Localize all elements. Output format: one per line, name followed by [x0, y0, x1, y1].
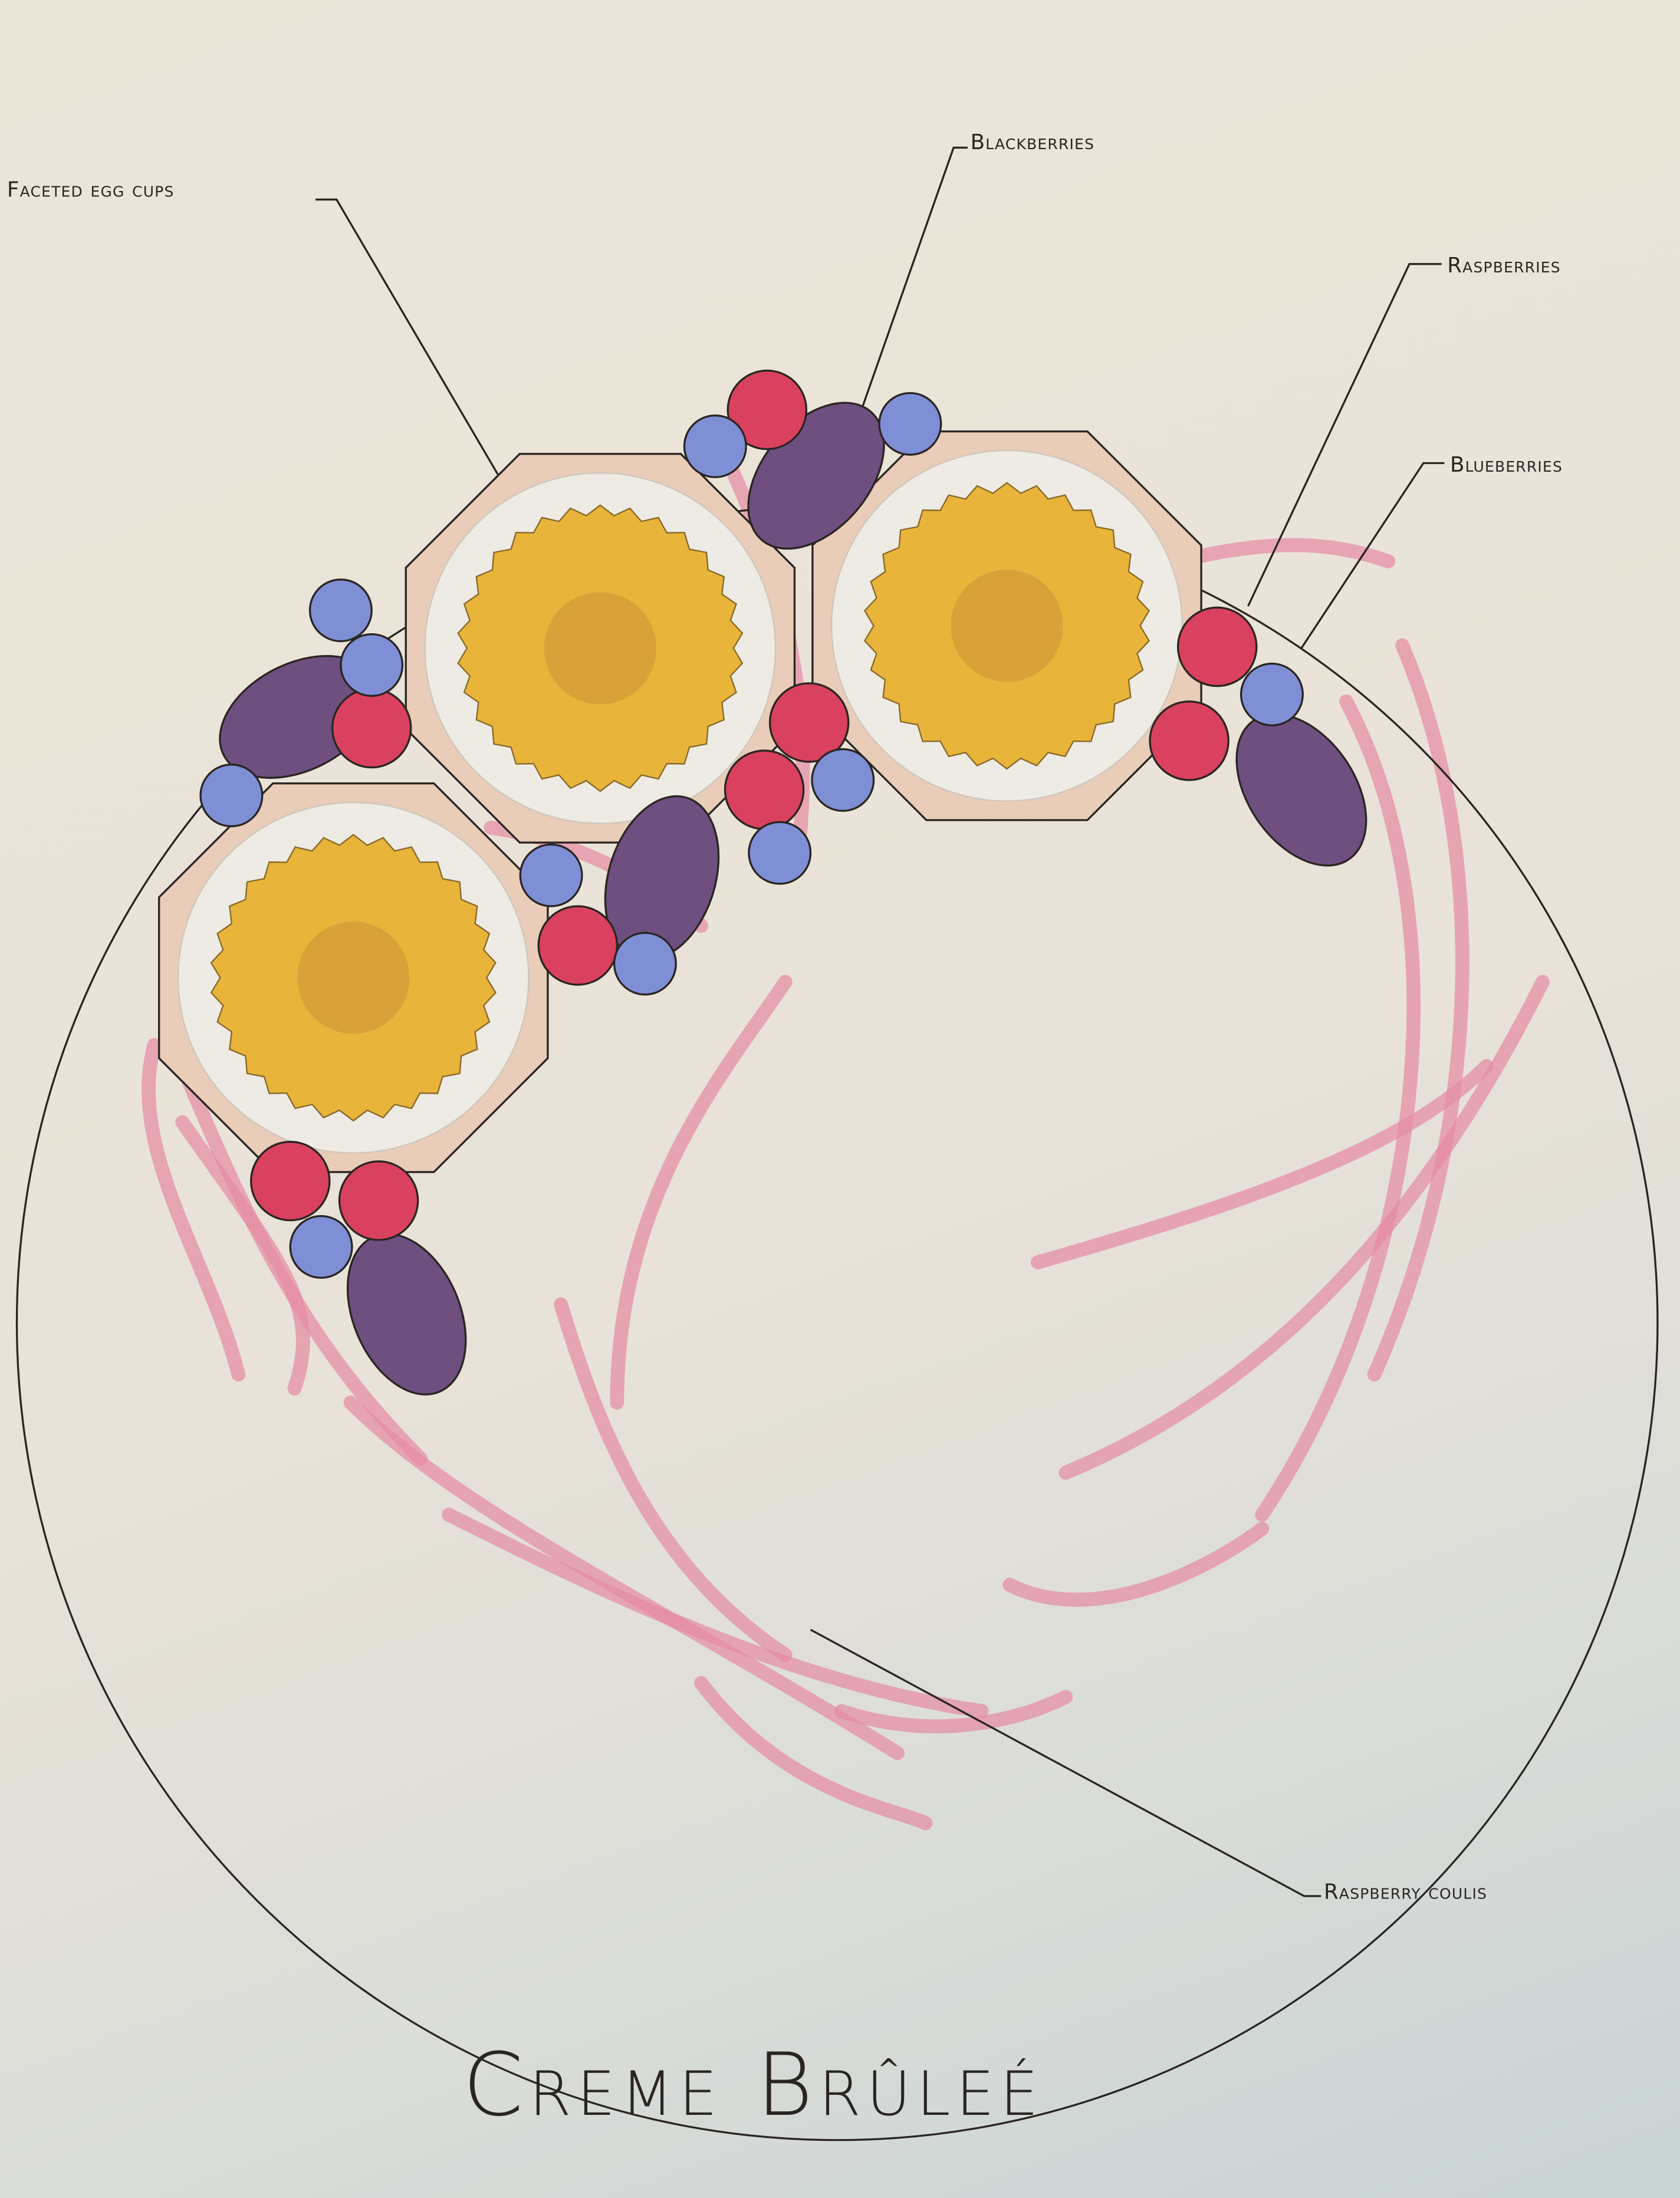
blueberry [878, 391, 942, 456]
coulis-stroke [142, 1038, 246, 1382]
blueberry [613, 932, 677, 996]
blackberry [1235, 713, 1367, 867]
raspberry [338, 1160, 419, 1241]
egg-cups [158, 430, 1202, 1173]
coulis-stroke [1367, 638, 1469, 1382]
raspberry [1176, 606, 1258, 687]
blueberry [519, 843, 583, 907]
coulis-stroke [1030, 1059, 1494, 1269]
coulis-stroke [1255, 694, 1421, 1522]
blueberry [1240, 662, 1304, 726]
leader-blackberries [861, 146, 968, 407]
blueberry [748, 821, 812, 885]
blueberry [289, 1215, 353, 1279]
coulis-stroke [554, 1297, 793, 1662]
blueberry [308, 578, 373, 643]
berries [199, 369, 1367, 1396]
label-raspberry-coulis: Raspberry coulis [1324, 1880, 1487, 1904]
leader-blueberries [1300, 462, 1445, 649]
blueberry [340, 633, 404, 697]
coulis-stroke [1058, 975, 1550, 1480]
creme-brulee-custard [210, 834, 497, 1122]
raspberry [537, 905, 619, 986]
blueberry [683, 414, 747, 478]
caramelized-center [544, 592, 656, 705]
dish-title: Creme Brûleé [463, 2034, 1044, 2136]
coulis-stroke [1171, 538, 1396, 568]
raspberry [768, 682, 850, 763]
coulis-stroke [175, 1115, 310, 1396]
creme-brulee-custard [863, 482, 1150, 770]
coulis-stroke [834, 1690, 1073, 1733]
raspberry [331, 687, 412, 769]
coulis-stroke [442, 1508, 989, 1718]
leader-coulis [810, 1628, 1321, 1897]
coulis-stroke [343, 1395, 905, 1761]
raspberry [726, 369, 808, 450]
raspberry [1149, 700, 1229, 781]
coulis-stroke [1002, 1522, 1270, 1607]
label-egg-cups: Faceted egg cups [7, 178, 175, 202]
caramelized-center [297, 922, 410, 1034]
leader-lines [315, 146, 1445, 1897]
coulis-stroke [610, 975, 793, 1410]
creme-brulee-custard [457, 504, 744, 792]
leader-raspberries [1247, 263, 1442, 607]
label-raspberries: Raspberries [1447, 254, 1561, 278]
raspberry [724, 749, 805, 830]
caramelized-center [951, 570, 1063, 682]
blueberry [811, 748, 875, 812]
coulis-stroke [694, 1676, 933, 1831]
raspberry [250, 1140, 331, 1222]
label-blackberries: Blackberries [971, 130, 1094, 154]
leader-egg-cups [315, 198, 499, 475]
blueberry [199, 764, 264, 828]
label-blueberries: Blueberries [1450, 453, 1563, 477]
